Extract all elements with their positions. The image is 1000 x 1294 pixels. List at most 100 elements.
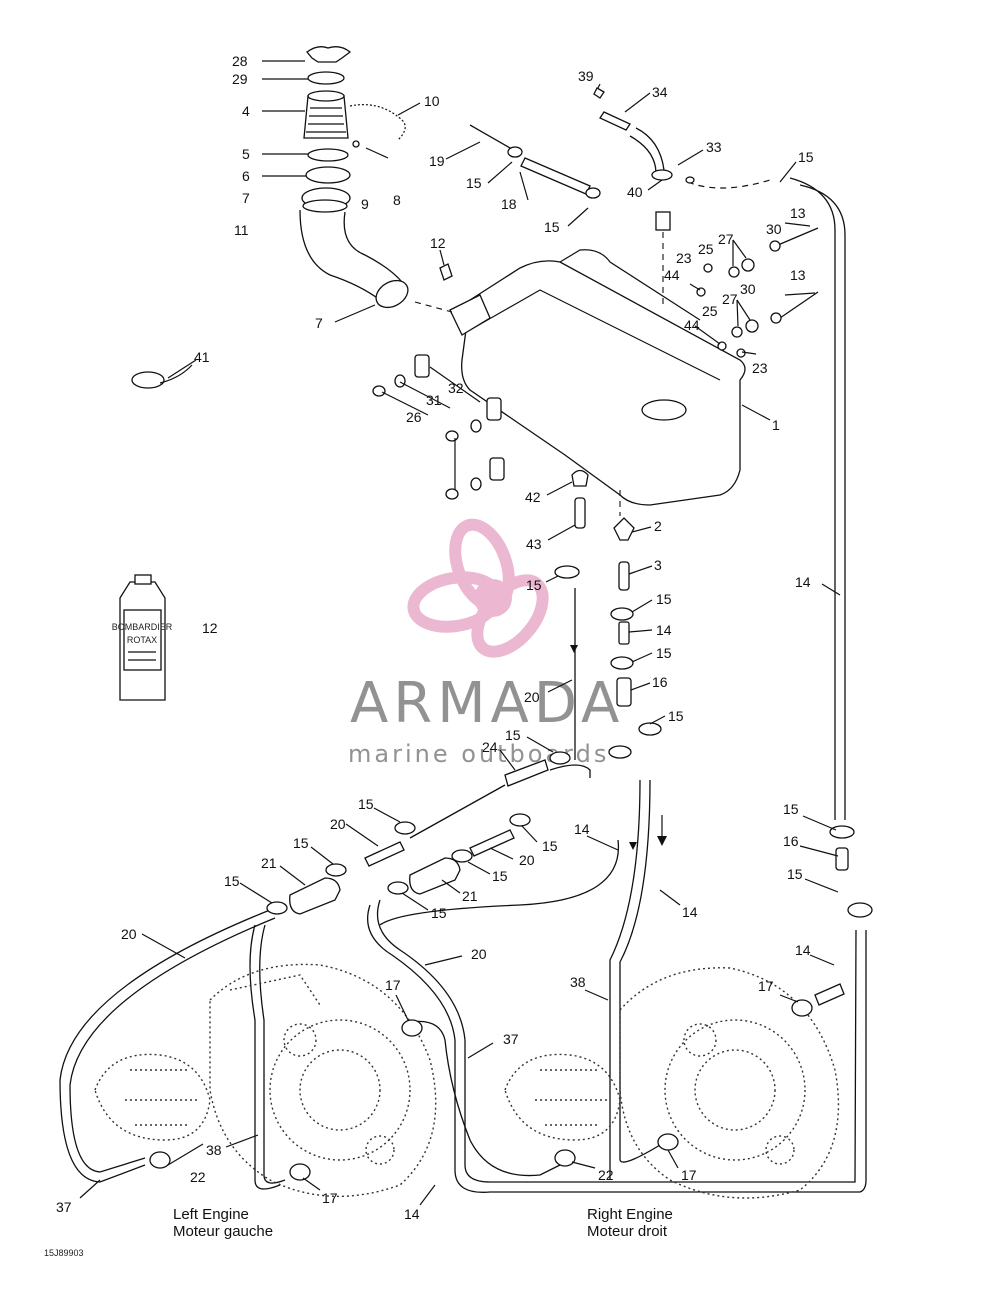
callout-1: 1 xyxy=(772,417,780,433)
filler-neck-assembly xyxy=(299,46,409,309)
callout-25-upper: 25 xyxy=(698,241,714,257)
tank-opening xyxy=(641,399,687,421)
cable-tie-41 xyxy=(131,364,193,389)
callout-15-pickup-a: 15 xyxy=(656,591,672,607)
armada-watermark: ARMADA marine outboards xyxy=(348,518,624,768)
vent-hose-14 xyxy=(789,177,836,820)
callout-38-right: 38 xyxy=(570,974,586,990)
callout-42: 42 xyxy=(525,489,541,505)
callout-15-line-d: 15 xyxy=(542,838,558,854)
callout-37-mid: 37 xyxy=(503,1031,519,1047)
washer-9 xyxy=(352,140,360,148)
callout-14-return: 14 xyxy=(574,821,590,837)
callout-37-left: 37 xyxy=(56,1199,72,1215)
callout-14-vent: 14 xyxy=(795,574,811,590)
callout-15-vent-b: 15 xyxy=(544,219,560,235)
callout-labels: 28 29 4 5 6 7 11 10 9 8 7 12 39 34 33 40… xyxy=(56,53,814,1222)
callout-9: 9 xyxy=(361,196,369,212)
callout-14-bottom: 14 xyxy=(404,1206,420,1222)
injection-oil-bottle-12: BOMBARDIER ROTAX xyxy=(112,574,173,701)
callout-10: 10 xyxy=(424,93,440,109)
callout-30-upper: 30 xyxy=(766,221,782,237)
tether-chain-10 xyxy=(349,104,406,141)
screw-8 xyxy=(365,147,389,159)
fuel-filters-and-lines xyxy=(59,751,873,1193)
callout-27-upper: 27 xyxy=(718,231,734,247)
callout-15-tee: 15 xyxy=(505,727,521,743)
flow-arrows xyxy=(570,645,667,850)
engine-clamps xyxy=(149,999,813,1181)
pickup-assembly xyxy=(554,469,662,760)
callout-39: 39 xyxy=(578,68,594,84)
fuel-filter-21-right xyxy=(409,857,461,895)
left-engine-caption-fr: Moteur gauche xyxy=(173,1223,273,1240)
callout-15-vent-a: 15 xyxy=(466,175,482,191)
filler-cap-28 xyxy=(306,46,352,63)
leader-lines xyxy=(79,60,841,1206)
watermark-tagline: marine outboards xyxy=(348,740,609,768)
tank-mounting-hardware xyxy=(372,263,505,500)
callout-3: 3 xyxy=(654,557,662,573)
callout-15-line-a: 15 xyxy=(358,796,374,812)
callout-16-vent: 16 xyxy=(783,833,799,849)
valve-34 xyxy=(599,111,631,131)
callout-6: 6 xyxy=(242,168,250,184)
left-engine-illustration xyxy=(94,963,437,1197)
callout-28: 28 xyxy=(232,53,248,69)
callout-23-upper: 23 xyxy=(676,250,692,266)
callout-38-left: 38 xyxy=(206,1142,222,1158)
callout-14-pickup: 14 xyxy=(656,622,672,638)
callout-24: 24 xyxy=(482,739,498,755)
callout-33: 33 xyxy=(706,139,722,155)
callout-25-lower: 25 xyxy=(702,303,718,319)
fuel-filter-21-left xyxy=(289,877,341,915)
tank-strap-bolts xyxy=(696,227,819,358)
callout-14-right: 14 xyxy=(682,904,698,920)
callout-11: 11 xyxy=(234,222,249,238)
callout-5: 5 xyxy=(242,146,250,162)
callout-15-line-c: 15 xyxy=(224,873,240,889)
watermark-brand: ARMADA xyxy=(350,671,624,736)
tank-filler-port xyxy=(449,294,491,336)
oil-bottle-brand-text: BOMBARDIER xyxy=(112,622,173,632)
callout-30-lower: 30 xyxy=(740,281,756,297)
callout-22-right: 22 xyxy=(598,1167,614,1183)
callout-15-vent: 15 xyxy=(798,149,814,165)
callout-15-line-b: 15 xyxy=(293,835,309,851)
callout-12-nut: 12 xyxy=(430,235,446,251)
callout-20-line: 20 xyxy=(330,816,346,832)
callout-34: 34 xyxy=(652,84,668,100)
left-engine-caption-en: Left Engine xyxy=(173,1206,249,1223)
callout-41: 41 xyxy=(194,349,210,365)
callout-15-line-e: 15 xyxy=(492,868,508,884)
callout-32: 32 xyxy=(448,380,464,396)
callout-8: 8 xyxy=(393,192,401,208)
callout-7-lower: 7 xyxy=(315,315,323,331)
callout-4: 4 xyxy=(242,103,250,119)
callout-18: 18 xyxy=(501,196,517,212)
callout-17-left-lower: 17 xyxy=(322,1190,338,1206)
callout-16-pickup: 16 xyxy=(652,674,668,690)
callout-13-upper: 13 xyxy=(790,205,806,221)
callout-7-upper: 7 xyxy=(242,190,250,206)
callout-20-lower: 20 xyxy=(471,946,487,962)
callout-17-left-upper: 17 xyxy=(385,977,401,993)
callout-20-left: 20 xyxy=(121,926,137,942)
callout-15-vent-c: 15 xyxy=(783,801,799,817)
vent-hose-18 xyxy=(520,157,591,195)
callout-15-vent-d: 15 xyxy=(787,866,803,882)
callout-43: 43 xyxy=(526,536,542,552)
seal-5 xyxy=(307,148,349,162)
callout-22-left: 22 xyxy=(190,1169,206,1185)
callout-17-right-lower: 17 xyxy=(681,1167,697,1183)
drawing-code: 15J89903 xyxy=(44,1248,84,1258)
gasket-29 xyxy=(307,71,345,85)
right-engine-caption-en: Right Engine xyxy=(587,1206,673,1223)
callout-44-lower: 44 xyxy=(684,317,700,333)
callout-20-upper: 20 xyxy=(524,689,540,705)
callout-14-vent-end: 14 xyxy=(795,942,811,958)
callout-44-upper: 44 xyxy=(664,267,680,283)
callout-21-left: 21 xyxy=(261,855,277,871)
callout-40: 40 xyxy=(627,184,643,200)
